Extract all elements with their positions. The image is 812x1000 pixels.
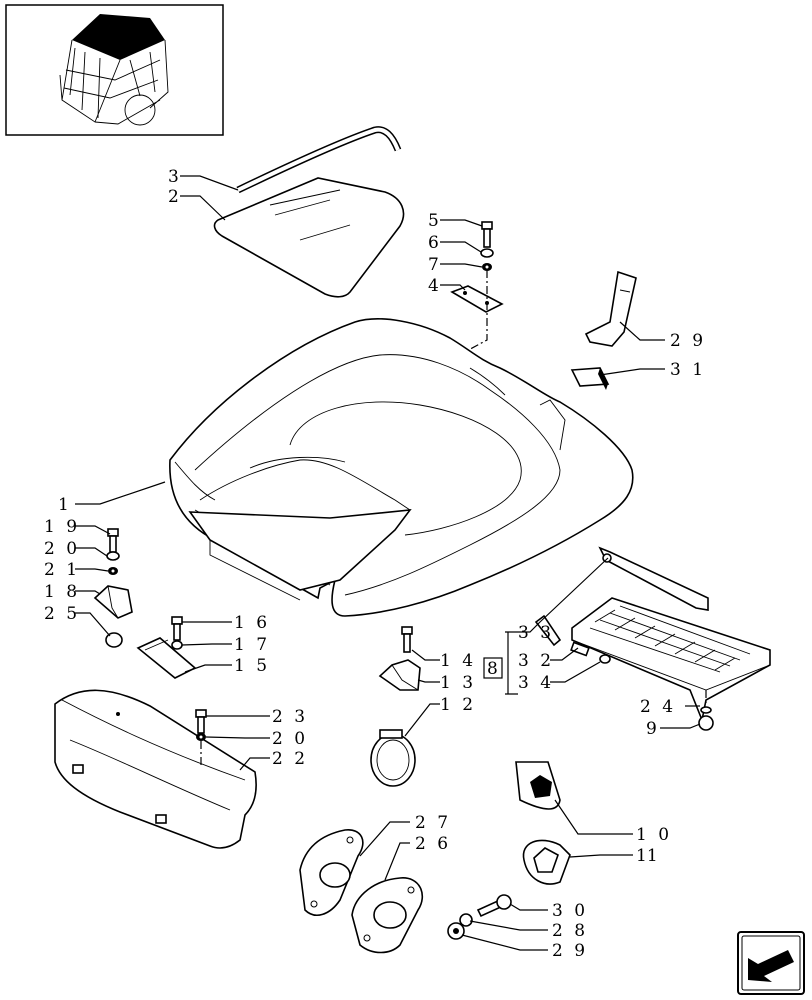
callout-6: 6	[428, 233, 442, 253]
bumper-9	[698, 715, 714, 731]
bolt-23	[195, 709, 207, 734]
washer-24	[700, 706, 712, 714]
callout-32: 3 1	[670, 360, 706, 380]
plate-4	[450, 285, 504, 313]
callout-24: 2 4	[640, 697, 676, 717]
callout-22: 2 2	[272, 749, 308, 769]
callout-25: 2 5	[44, 604, 80, 624]
washer-28	[459, 913, 473, 927]
callout-15: 1 5	[234, 656, 270, 676]
callout-3: 3	[168, 167, 182, 187]
callout-2: 2	[168, 187, 182, 207]
callout-31: 3 0	[552, 901, 588, 921]
callout-17: 1 7	[234, 635, 270, 655]
callout-9: 9	[646, 719, 660, 739]
next-page-arrow-icon[interactable]	[737, 931, 805, 995]
bolt-16	[171, 616, 183, 641]
bolt-5	[481, 221, 493, 248]
callout-13: 1 3	[440, 673, 476, 693]
callout-14: 1 4	[440, 651, 476, 671]
mount-13	[378, 659, 421, 691]
callout-21: 2 1	[44, 560, 80, 580]
roof-glass-panel	[213, 177, 405, 298]
callout-10: 1 0	[636, 825, 672, 845]
bolt-14	[401, 626, 413, 653]
callout-30: 2 9	[670, 331, 706, 351]
gasket-11	[522, 839, 571, 885]
callout-26: 2 6	[415, 834, 451, 854]
trim-cover-22	[54, 689, 257, 849]
nut-29	[447, 922, 465, 940]
washer-6	[480, 248, 494, 258]
callout-7: 7	[428, 255, 442, 275]
callout-20: 2 0	[44, 539, 80, 559]
callout-20b: 2 0	[272, 729, 308, 749]
washer-21	[108, 567, 118, 575]
callout-1: 1	[58, 495, 72, 515]
washer-20b	[196, 733, 206, 741]
callout-16: 1 6	[234, 613, 270, 633]
washer-17	[171, 640, 183, 650]
callout-19: 1 9	[44, 517, 80, 537]
callout-34: 3 3	[518, 623, 554, 643]
roof-shell	[169, 318, 634, 617]
nut-25	[105, 632, 123, 648]
nut-35	[599, 654, 611, 664]
flange-26	[351, 877, 424, 954]
gasket-10	[515, 761, 561, 810]
leader-lines	[75, 175, 701, 951]
callout-23: 2 3	[272, 707, 308, 727]
washer-7	[482, 263, 492, 271]
bracket-30	[584, 270, 637, 347]
callout-18: 1 8	[44, 582, 80, 602]
callout-5: 5	[428, 211, 442, 231]
kit-box-label: 8	[487, 659, 501, 679]
callout-11: 11	[636, 846, 658, 866]
tractor-cab-thumbnail-icon	[5, 4, 224, 136]
callout-27: 2 7	[415, 813, 451, 833]
callout-33: 3 2	[518, 651, 554, 671]
washer-20	[106, 551, 120, 561]
bolt-19	[107, 528, 119, 553]
flange-27	[299, 829, 364, 916]
spacer-33	[570, 641, 590, 657]
callout-35: 3 4	[518, 673, 554, 693]
bolt-34	[534, 614, 562, 647]
kit-box	[483, 657, 503, 679]
hose-clamp-12	[370, 729, 416, 787]
callout-28: 2 8	[552, 921, 588, 941]
callout-12: 1 2	[440, 695, 476, 715]
callout-labels: 3 2 5 6 7 4 2 9 3 1 1 1 9 2 0 2 1 1 8 2 …	[44, 167, 706, 961]
step-grille	[571, 546, 771, 723]
pad-32	[570, 367, 610, 390]
mount-18	[93, 585, 133, 619]
bolt-31	[476, 894, 512, 918]
callout-4: 4	[428, 276, 442, 296]
callout-29: 2 9	[552, 941, 588, 961]
seal-strip	[236, 126, 402, 194]
